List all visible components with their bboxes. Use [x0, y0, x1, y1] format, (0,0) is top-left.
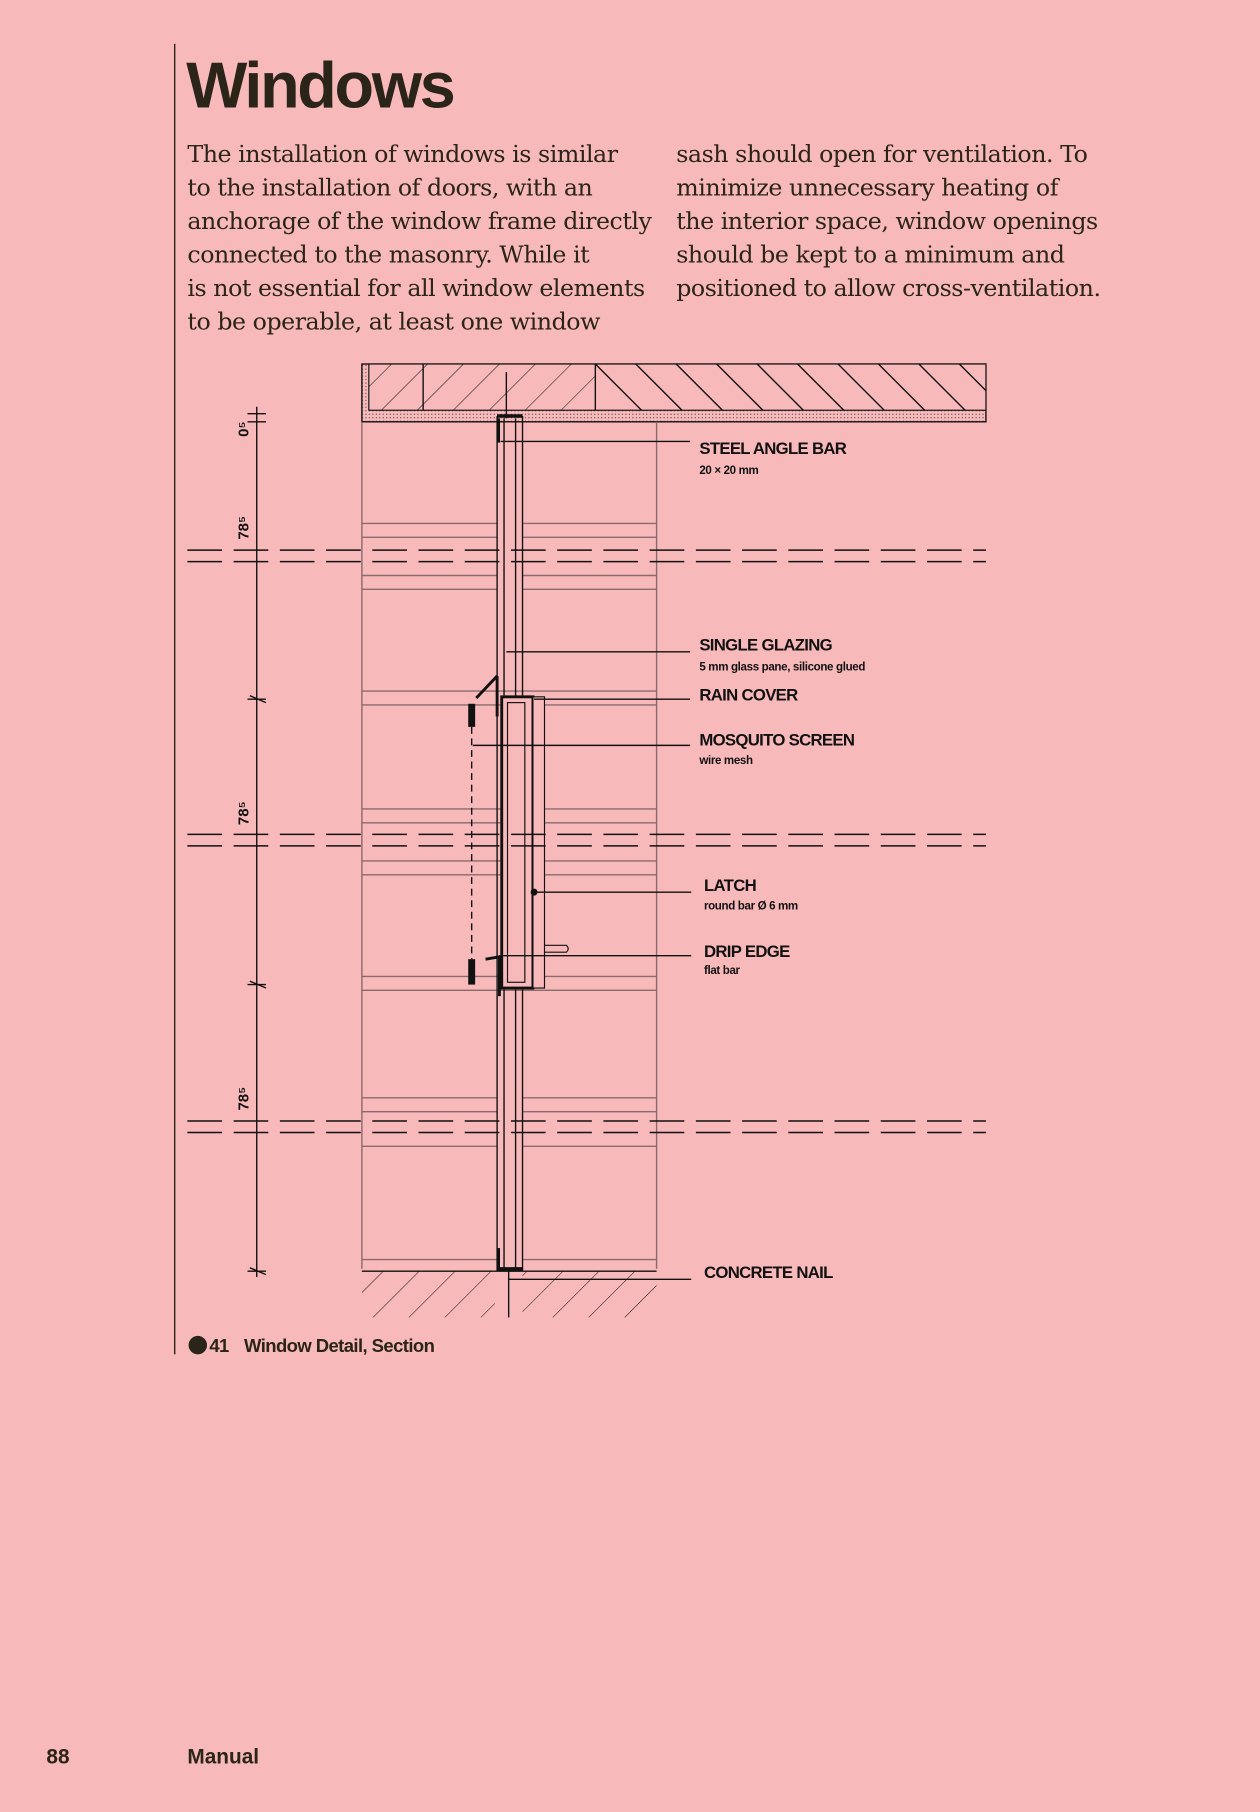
dimension-label: 78⁵	[236, 801, 253, 825]
page-number: 88	[46, 1745, 69, 1768]
callout-sub: 5 mm glass pane, silicone glued	[699, 661, 865, 673]
figure-caption: 41 Window Detail, Section	[188, 1335, 435, 1356]
figure-title: Window Detail, Section	[244, 1335, 435, 1356]
rain-cover	[475, 675, 499, 699]
callout-latch: LATCH	[704, 876, 756, 895]
callout-sub: wire mesh	[698, 755, 753, 767]
callout-single-glazing: SINGLE GLAZING	[699, 636, 832, 655]
dimension-line	[247, 406, 267, 1277]
body-line: connected to the masonry. While it	[187, 240, 590, 268]
callout-concrete-nail: CONCRETE NAIL	[704, 1263, 833, 1282]
callout-sub: 20 × 20 mm	[699, 465, 758, 477]
window-section-drawing: 0⁵ 78⁵ 78⁵ 78⁵ STEEL ANGLE BAR 20 × 20 m…	[187, 363, 987, 1318]
body-line: to the installation of doors, with an	[187, 173, 592, 201]
body-line: sash should open for ventilation. To	[676, 140, 1087, 168]
callout-steel-angle-bar: STEEL ANGLE BAR	[699, 439, 846, 458]
body-line: should be kept to a minimum and	[676, 240, 1065, 268]
figure-number: 41	[209, 1335, 229, 1356]
page-title: Windows	[186, 48, 454, 121]
callout-mosquito-screen: MOSQUITO SCREEN	[699, 730, 854, 749]
latch	[544, 944, 569, 953]
body-line: minimize unnecessary heating of	[676, 173, 1061, 201]
dimension-label: 78⁵	[236, 516, 253, 540]
body-line: the interior space, window openings	[676, 207, 1098, 235]
dimension-label: 78⁵	[236, 1087, 253, 1111]
drip-edge	[485, 955, 501, 997]
callout-sub: round bar Ø 6 mm	[704, 900, 798, 912]
window-sash	[468, 675, 569, 997]
dimension-label: 0⁵	[236, 421, 253, 436]
break-lines	[187, 549, 986, 1134]
body-line: to be operable, at least one window	[187, 307, 600, 335]
body-line: anchorage of the window frame directly	[187, 207, 652, 235]
section-name: Manual	[187, 1745, 259, 1768]
body-line: The installation of windows is similar	[187, 140, 618, 168]
bullet-icon	[188, 1335, 208, 1355]
callout-rain-cover: RAIN COVER	[699, 685, 798, 704]
body-column-2: sash should open for ventilation. To min…	[676, 140, 1101, 302]
callout-drip-edge: DRIP EDGE	[704, 942, 790, 961]
body-line: is not essential for all window elements	[187, 274, 644, 302]
body-column-1: The installation of windows is similar t…	[187, 140, 653, 336]
leader-lines	[472, 440, 692, 1280]
body-line: positioned to allow cross-ventilation.	[676, 274, 1100, 302]
callout-sub: flat bar	[704, 965, 741, 977]
callouts: STEEL ANGLE BAR 20 × 20 mm SINGLE GLAZIN…	[698, 439, 865, 1282]
